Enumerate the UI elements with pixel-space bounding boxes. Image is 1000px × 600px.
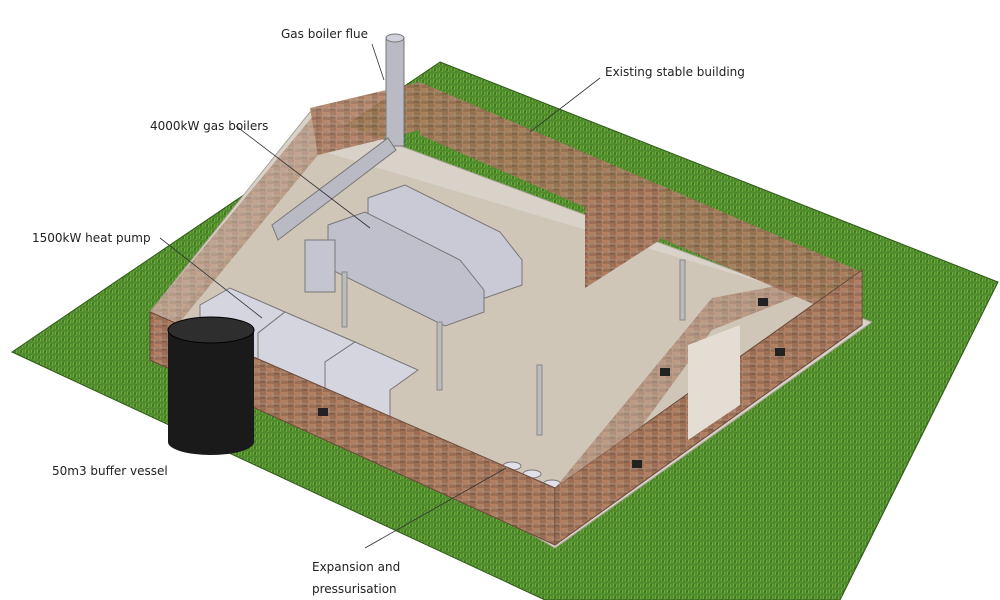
label-gas-boilers: 4000kW gas boilers xyxy=(150,119,269,133)
label-expansion-1: Expansion and xyxy=(312,560,401,574)
doorway xyxy=(688,325,740,440)
gas-boiler-flue xyxy=(385,37,405,147)
right-gable-wall xyxy=(555,270,862,545)
left-gable-wall xyxy=(150,110,318,340)
leader-lines xyxy=(159,43,601,549)
control-panel xyxy=(304,239,336,293)
label-gas-boiler-flue: Gas boiler flue xyxy=(281,27,369,41)
label-buffer-vessel: 50m3 buffer vessel xyxy=(52,464,168,478)
buffer-vessel xyxy=(167,316,255,455)
flue-pipe xyxy=(271,137,397,241)
label-heat-pump: 1500kW heat pump xyxy=(32,231,151,245)
label-expansion-2: pressurisation xyxy=(312,582,397,596)
partition-wall xyxy=(585,185,660,288)
label-existing-stable: Existing stable building xyxy=(605,65,745,79)
